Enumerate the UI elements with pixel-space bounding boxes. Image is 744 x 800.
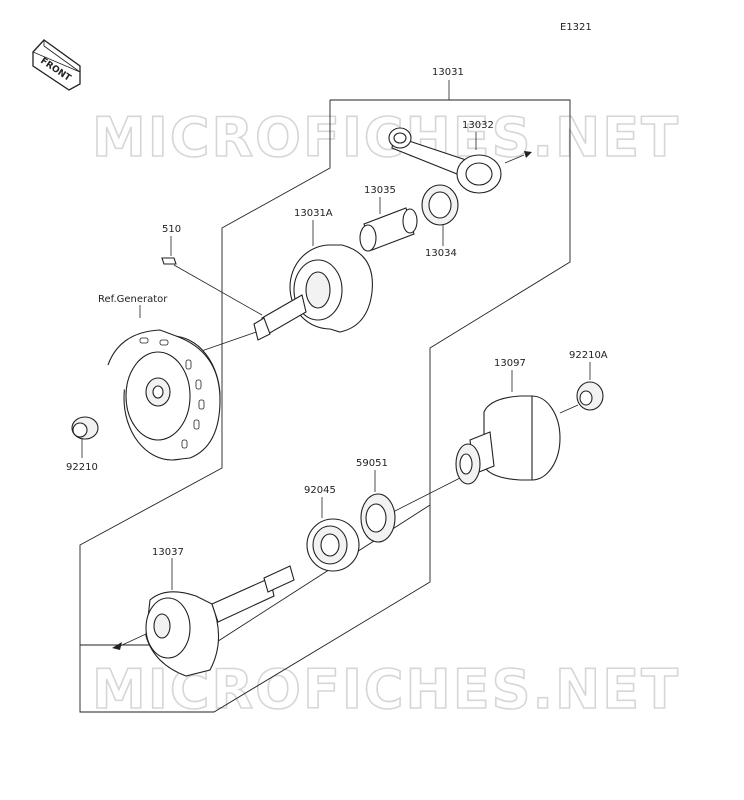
leader-lines [81,80,591,590]
part-510-key [161,257,177,265]
part-13032-connecting-rod [388,127,532,194]
label-13034: 13034 [425,248,457,259]
frame-upper [79,99,571,646]
label-ref-generator: Ref.Generator [98,294,168,305]
part-92210A-nut [576,381,604,411]
frame-lower [79,505,431,713]
label-13035: 13035 [364,185,396,196]
label-92045: 92045 [304,485,336,496]
watermark-top: MICROFICHES.NET [92,106,680,169]
label-92210: 92210 [66,462,98,473]
part-13035-crank-pin [359,207,418,252]
front-arrow-icon: FRONT [32,38,81,91]
label-59051: 59051 [356,458,388,469]
part-13031A-crank-half [253,244,373,341]
part-13034-bearing [421,184,459,226]
label-510: 510 [162,224,181,235]
part-13097-gear-hub [455,395,561,485]
label-13037: 13037 [152,547,184,558]
label-13032: 13032 [462,120,494,131]
label-92210A: 92210A [569,350,608,361]
label-13031A: 13031A [294,208,333,219]
part-59051-gear [360,493,396,543]
part-92045-bearing [306,518,360,572]
label-13031: 13031 [432,67,464,78]
part-generator-rotor [107,329,221,461]
label-13097: 13097 [494,358,526,369]
part-92210-nut [71,416,99,440]
part-13037-crank-half [112,565,295,677]
diagram-code: E1321 [560,22,592,33]
